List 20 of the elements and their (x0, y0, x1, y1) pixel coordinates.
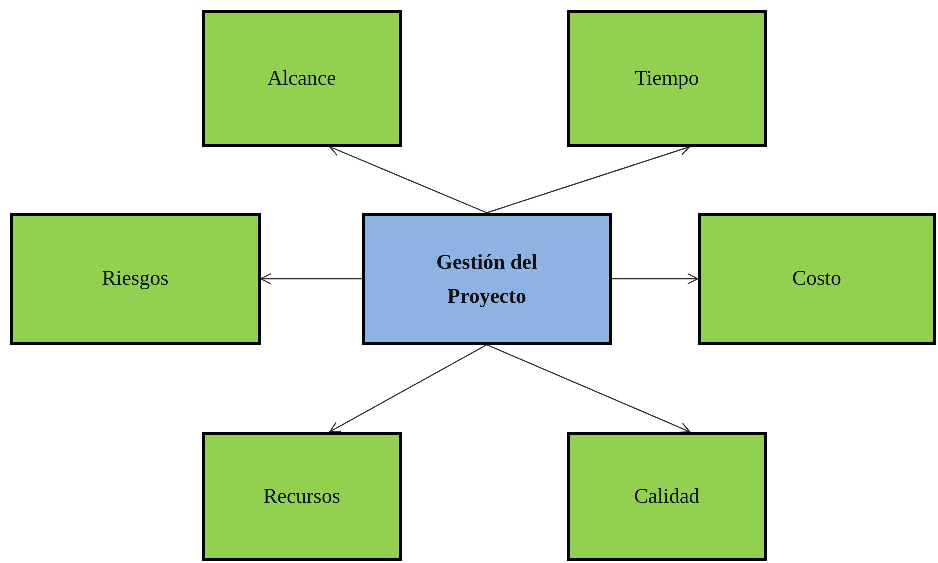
central-box (362, 213, 612, 345)
box-label: Recursos (264, 482, 340, 510)
topic-box (567, 10, 767, 147)
arrow (486, 144, 691, 214)
topic-box (202, 10, 402, 147)
arrow (486, 344, 691, 434)
arrow (329, 146, 488, 214)
box-label: Calidad (634, 482, 700, 510)
topic-box (698, 213, 936, 345)
box-label: Alcance (268, 64, 336, 92)
box-label: Riesgos (102, 265, 169, 292)
topic-box (567, 432, 767, 561)
topic-box (202, 432, 402, 561)
arrow (260, 273, 362, 285)
topic-box (10, 213, 261, 345)
box-label: Tiempo (634, 64, 700, 92)
box-label: Gestión del Proyecto (436, 249, 538, 310)
arrow (329, 344, 488, 433)
box-label: Costo (792, 265, 842, 292)
arrow (612, 273, 699, 285)
